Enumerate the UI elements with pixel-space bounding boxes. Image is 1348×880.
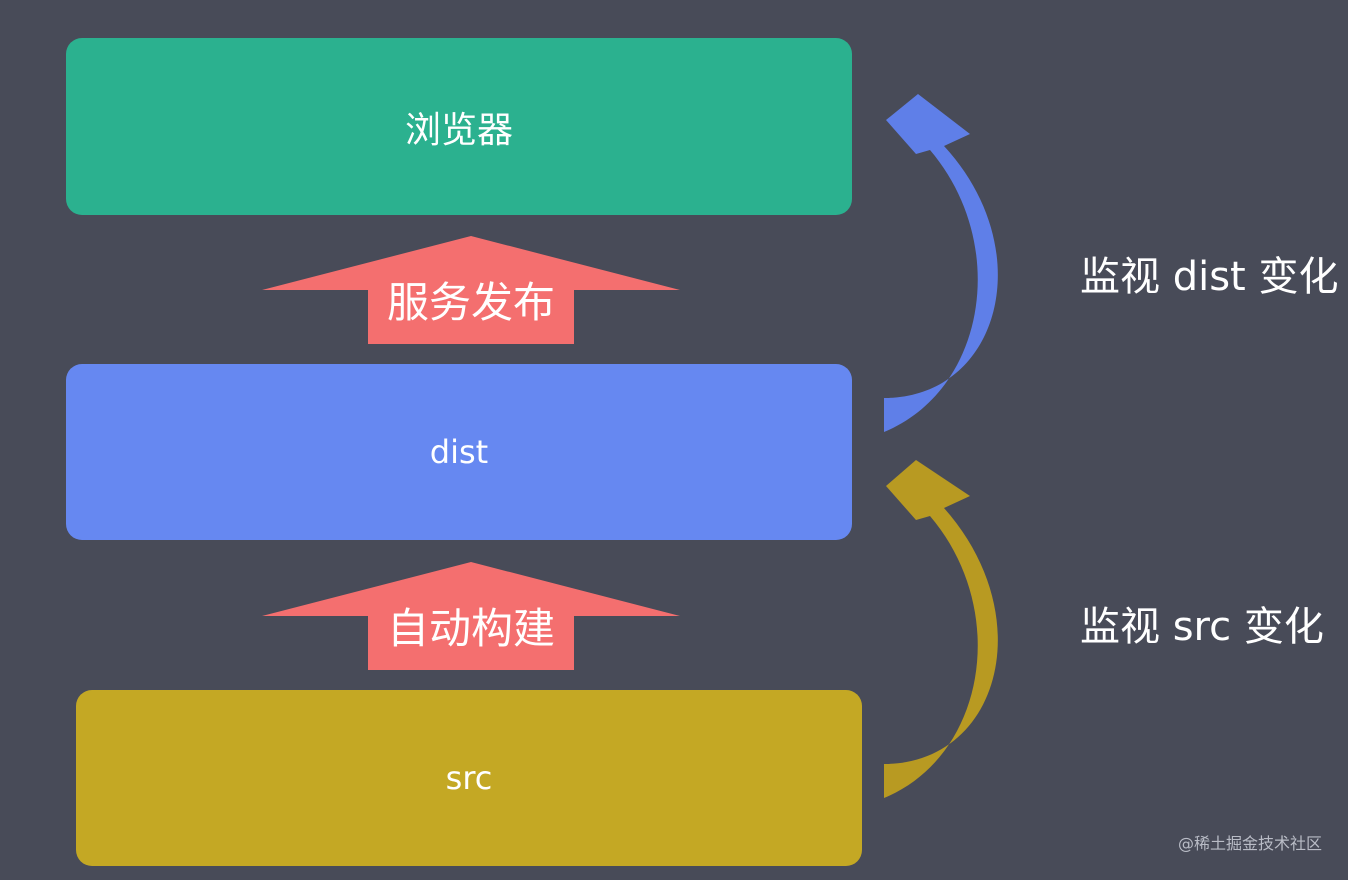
- watch-dist-label: 监视 dist 变化: [1080, 254, 1339, 300]
- build-arrow-shape: [262, 562, 680, 670]
- src-label: src: [445, 759, 493, 797]
- browser-block: 浏览器: [66, 38, 852, 215]
- publish-arrow: 服务发布: [262, 236, 680, 344]
- publish-arrow-label: 服务发布: [386, 278, 555, 327]
- src-block: src: [76, 690, 862, 866]
- build-arrow-label: 自动构建: [386, 604, 555, 653]
- dist-label: dist: [429, 433, 489, 471]
- watch-src-curve-arrow: [884, 460, 998, 798]
- watch-src-label: 监视 src 变化: [1080, 604, 1324, 650]
- build-arrow: 自动构建: [262, 562, 680, 670]
- dist-block: dist: [66, 364, 852, 540]
- browser-label: 浏览器: [404, 109, 513, 151]
- publish-arrow-shape: [262, 236, 680, 344]
- watch-dist-curve-arrow: [884, 94, 998, 432]
- watermark: @稀土掘金技术社区: [1177, 834, 1322, 853]
